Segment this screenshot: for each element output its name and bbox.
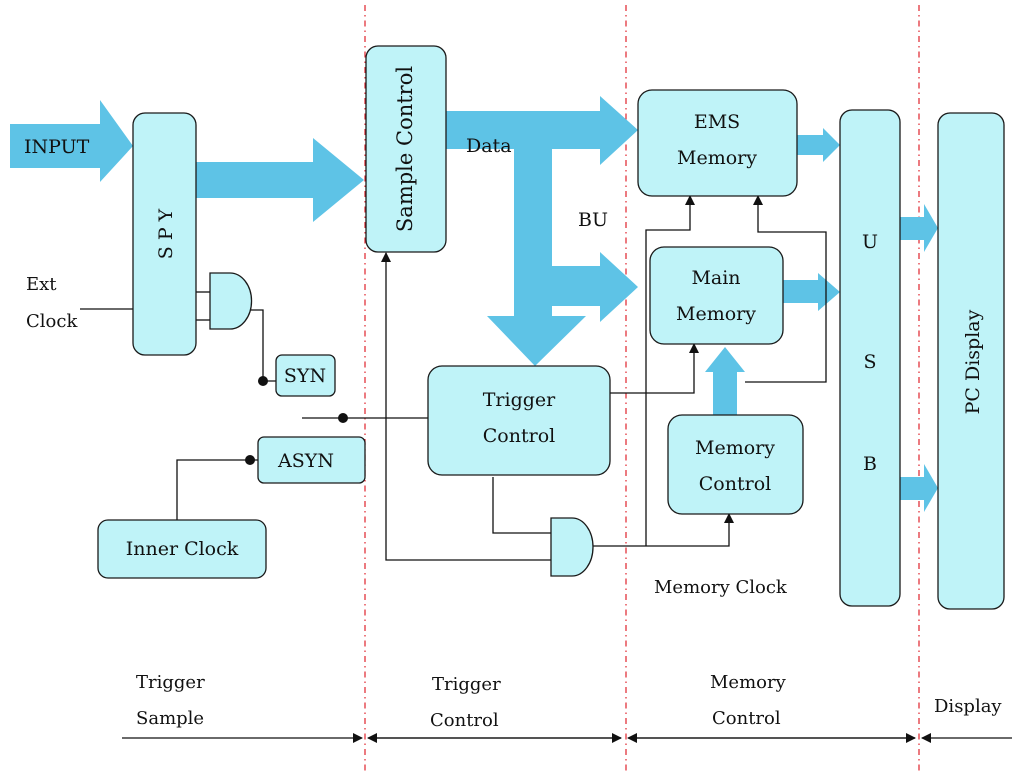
trigger-to-main-wire[interactable] xyxy=(610,343,699,394)
data-bus-arrow xyxy=(446,96,638,165)
section-display: Display xyxy=(934,696,1002,717)
main-memory-block[interactable] xyxy=(649,246,784,345)
asyn-junction-dot xyxy=(245,455,255,465)
sample-control-block[interactable] xyxy=(365,45,447,253)
section-trigger-sample-line2: Sample xyxy=(136,708,204,729)
gate-to-syn-wire xyxy=(251,309,276,382)
ems-to-usb-arrow xyxy=(797,128,840,162)
usb-to-display-arrow-1 xyxy=(900,204,938,252)
ext-clock-label-line1: Ext xyxy=(26,274,57,295)
pc-display-block[interactable] xyxy=(937,112,1005,610)
usb-label-b: B xyxy=(863,453,877,475)
pc-display-label: PC Display xyxy=(962,309,984,414)
ems-feedback-wire[interactable] xyxy=(745,195,827,383)
memory-control-label-line1: Memory xyxy=(695,437,775,459)
bu-label: BU xyxy=(578,209,608,231)
bu-bus-arrow xyxy=(487,149,638,366)
syn-label: SYN xyxy=(284,365,326,387)
usb-label-u: U xyxy=(862,231,878,253)
usb-block[interactable] xyxy=(839,109,901,607)
syn-junction-dot xyxy=(258,376,268,386)
memory-control-block[interactable] xyxy=(667,414,804,515)
gate-to-memctrl-wire[interactable] xyxy=(592,513,734,547)
section-trigger-control-line1: Trigger xyxy=(432,674,501,695)
trigger-junction-dot xyxy=(338,413,348,423)
ext-clock-label-line2: Clock xyxy=(26,311,78,332)
main-to-usb-arrow xyxy=(783,273,840,311)
memory-control-label-line2: Control xyxy=(699,473,771,495)
trigger-to-gate-wire xyxy=(492,477,551,534)
usb-to-display-arrow-2 xyxy=(900,464,938,512)
ems-memory-label-line1: EMS xyxy=(694,111,740,133)
trigger-control-block[interactable] xyxy=(427,365,611,476)
input-label: INPUT xyxy=(24,136,90,158)
section-trigger-control-line2: Control xyxy=(430,710,499,731)
clock-and-gate xyxy=(209,272,253,330)
spy-block[interactable] xyxy=(132,112,197,356)
data-label: Data xyxy=(466,135,512,157)
trigger-control-label-line1: Trigger xyxy=(483,389,556,411)
spy-to-sample-bus-arrow xyxy=(196,138,364,222)
section-trigger-sample-line1: Trigger xyxy=(136,672,205,693)
memory-clock-label: Memory Clock xyxy=(654,577,788,598)
main-memory-label-line1: Main xyxy=(691,267,740,289)
syn-block[interactable] xyxy=(275,354,336,397)
main-memory-label-line2: Memory xyxy=(676,303,756,325)
trigger-control-label-line2: Control xyxy=(483,425,555,447)
section-memory-control-line2: Control xyxy=(712,708,781,729)
inner-clock-block[interactable] xyxy=(97,519,267,579)
asyn-block[interactable] xyxy=(257,436,366,484)
inner-clock-wire xyxy=(176,459,258,520)
sample-control-label: Sample Control xyxy=(393,66,417,232)
ems-memory-block[interactable] xyxy=(637,89,798,197)
memory-clock-and-gate xyxy=(550,517,594,577)
memctrl-to-main-arrow xyxy=(705,347,745,415)
sample-feedback-wire[interactable] xyxy=(381,252,551,561)
inner-clock-label: Inner Clock xyxy=(126,538,239,560)
memclock-to-ems-wire[interactable] xyxy=(645,195,695,546)
section-memory-control-line1: Memory xyxy=(710,672,787,693)
usb-label-s: S xyxy=(863,351,876,373)
ems-memory-label-line2: Memory xyxy=(677,147,757,169)
asyn-label: ASYN xyxy=(277,450,334,472)
spy-label: S P Y xyxy=(155,208,177,259)
input-bus-arrow xyxy=(10,100,133,182)
